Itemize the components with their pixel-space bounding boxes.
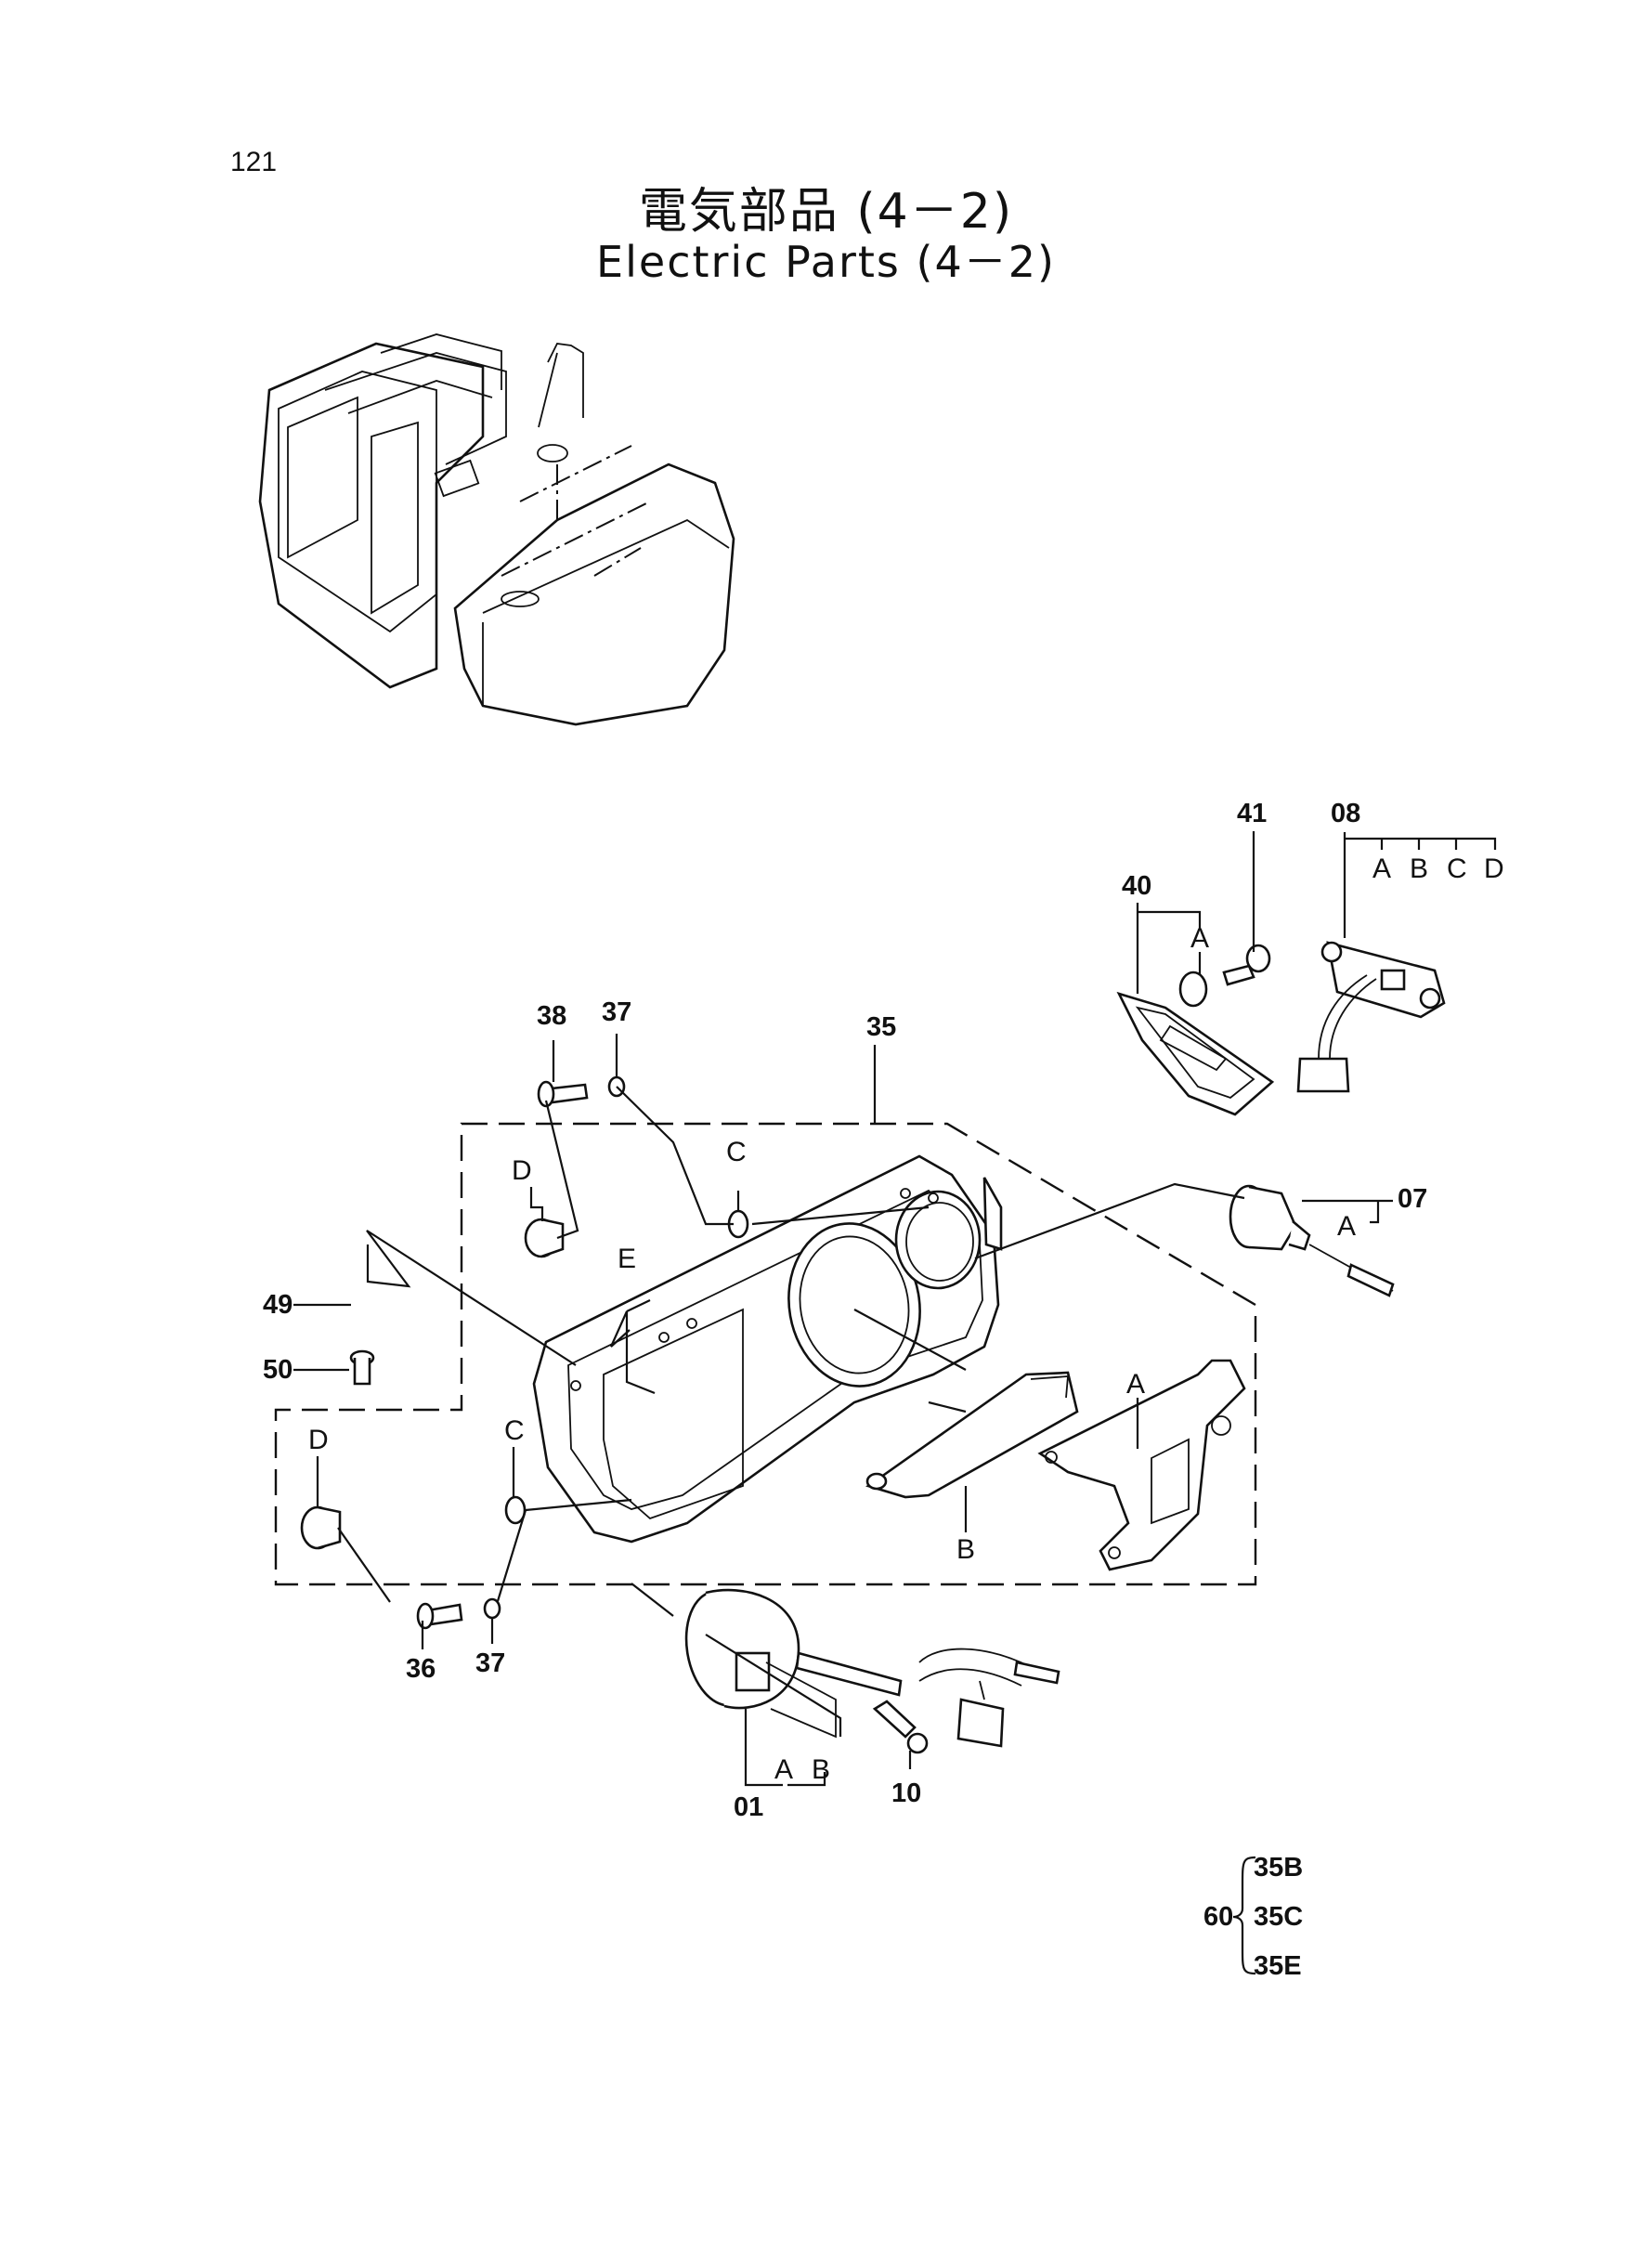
letter-08-b: B bbox=[1410, 853, 1428, 884]
callout-40: 40 bbox=[1122, 871, 1151, 901]
page-title-english: Electric Parts (4－2) bbox=[596, 237, 1056, 287]
machine-overview-illustration bbox=[258, 333, 735, 726]
callout-37-bottom: 37 bbox=[475, 1648, 505, 1678]
callout-36: 36 bbox=[406, 1654, 436, 1684]
callout-50: 50 bbox=[263, 1355, 293, 1385]
bracket-a-illustration bbox=[1037, 1359, 1246, 1571]
fasteners-illustration bbox=[300, 1075, 749, 1630]
variant-item-2: 35C bbox=[1254, 1902, 1303, 1932]
page-title-japanese: 電気部品 (4－2) bbox=[638, 184, 1014, 240]
callout-labels: 38 37 35 40 41 08 07 49 50 36 37 01 10 bbox=[263, 799, 1427, 1822]
callout-01: 01 bbox=[734, 1792, 763, 1822]
letter-08-d: D bbox=[1484, 853, 1504, 884]
socket-07-illustration bbox=[1229, 1184, 1395, 1297]
letter-d-lower: D bbox=[308, 1425, 329, 1455]
callout-10: 10 bbox=[891, 1778, 921, 1808]
letter-07-a: A bbox=[1337, 1211, 1356, 1242]
callout-41: 41 bbox=[1237, 799, 1267, 828]
page-number: 121 bbox=[230, 147, 278, 177]
leader-lines bbox=[293, 831, 1497, 1787]
variant-item-1: 35B bbox=[1254, 1853, 1303, 1883]
screw-10-head bbox=[906, 1732, 929, 1754]
lamp-08-illustration bbox=[1296, 941, 1446, 1093]
callout-49: 49 bbox=[263, 1290, 293, 1320]
callout-35: 35 bbox=[866, 1012, 896, 1042]
dash-panel-illustration bbox=[532, 1154, 1003, 1544]
letter-01-b: B bbox=[812, 1754, 830, 1785]
meter-01-illustration bbox=[684, 1588, 1060, 1748]
letter-08-a: A bbox=[1372, 853, 1391, 884]
letter-c-upper: C bbox=[726, 1137, 747, 1167]
variant-letters: A B C D A A D C E D C A B A B bbox=[308, 853, 1504, 1785]
screw-10-illustration bbox=[872, 1700, 917, 1739]
letter-08-c: C bbox=[1447, 853, 1467, 884]
letter-40-a: A bbox=[1190, 923, 1209, 954]
letter-01-a: A bbox=[774, 1754, 793, 1785]
variant-reference: 60 35B 35C 35E bbox=[1203, 1853, 1303, 1981]
letter-b-bracket: B bbox=[956, 1534, 975, 1565]
assembly-35-boundary bbox=[274, 1122, 1257, 1586]
letter-d-upper: D bbox=[512, 1155, 532, 1186]
bracket-b-illustration bbox=[865, 1371, 1079, 1499]
variant-base-number: 60 bbox=[1203, 1902, 1233, 1932]
callout-38: 38 bbox=[537, 1001, 566, 1031]
letter-e: E bbox=[618, 1244, 636, 1274]
callout-07: 07 bbox=[1398, 1184, 1427, 1214]
lamp-cover-illustration bbox=[1116, 944, 1275, 1116]
callout-37-top: 37 bbox=[602, 997, 631, 1027]
variant-item-3: 35E bbox=[1254, 1951, 1302, 1981]
letter-a-bracket: A bbox=[1126, 1369, 1145, 1400]
letter-c-lower: C bbox=[504, 1415, 525, 1446]
callout-08: 08 bbox=[1331, 799, 1360, 828]
